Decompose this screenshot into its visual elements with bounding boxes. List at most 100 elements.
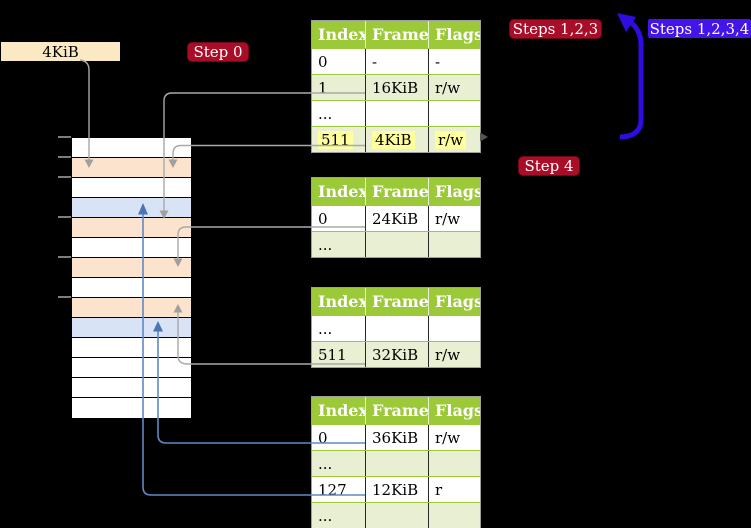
frame-size-box: 4KiB bbox=[1, 42, 120, 61]
memory-frame-row-blue bbox=[72, 318, 191, 338]
column-header-frame: Frame bbox=[365, 178, 428, 205]
cell-frame bbox=[365, 451, 428, 476]
cell-index: ... bbox=[312, 316, 365, 341]
table-row: 511 32KiB r/w bbox=[312, 341, 480, 367]
column-header-index: Index bbox=[318, 182, 365, 201]
cell-text: r bbox=[435, 480, 443, 499]
cell-index: ... bbox=[312, 101, 365, 126]
cell-text: 4KiB bbox=[372, 130, 415, 149]
steps-1234-label: Steps 1,2,3,4 bbox=[649, 19, 750, 38]
physical-memory-column bbox=[71, 137, 192, 419]
cell-frame bbox=[365, 232, 428, 257]
cell-text: r/w bbox=[435, 345, 461, 364]
cell-index: 0 bbox=[312, 206, 365, 231]
cell-text: ... bbox=[318, 506, 333, 525]
cell-text: r/w bbox=[435, 209, 461, 228]
memory-frame-row-white bbox=[72, 138, 191, 158]
column-header-flags: Flags bbox=[428, 397, 480, 424]
column-header-flags: Flags bbox=[428, 288, 480, 315]
cell-text: ... bbox=[318, 104, 333, 123]
memory-frame-row-white bbox=[72, 178, 191, 198]
cell-flags: r bbox=[428, 477, 480, 502]
column-header-index: Index bbox=[318, 25, 365, 44]
column-header-frame: Frame bbox=[365, 21, 428, 48]
cell-text: 0 bbox=[318, 209, 328, 228]
cell-index: ... bbox=[312, 451, 365, 476]
cell-index: 511 bbox=[312, 342, 365, 367]
cell-frame: 16KiB bbox=[365, 75, 428, 100]
cell-frame bbox=[365, 503, 428, 528]
cell-text: ... bbox=[318, 235, 333, 254]
cell-flags: r/w bbox=[428, 206, 480, 231]
table-row: ... bbox=[312, 231, 480, 257]
cell-text: 511 bbox=[318, 130, 353, 149]
cell-frame: 4KiB bbox=[365, 127, 428, 152]
cell-text: 32KiB bbox=[372, 345, 419, 364]
memory-frame-row-peach bbox=[72, 258, 191, 278]
step4-label: Step 4 bbox=[524, 157, 574, 175]
frame-size-label: 4KiB bbox=[42, 42, 79, 61]
memory-tick bbox=[58, 136, 71, 138]
memory-frame-row-white bbox=[72, 338, 191, 358]
memory-tick bbox=[58, 176, 71, 178]
memory-frame-row-peach bbox=[72, 218, 191, 238]
row511-pointer-icon bbox=[480, 132, 488, 142]
cell-frame: 32KiB bbox=[365, 342, 428, 367]
column-header-frame: Frame bbox=[365, 397, 428, 424]
column-header-flags: Flags bbox=[428, 21, 480, 48]
cell-text: - bbox=[435, 52, 441, 71]
memory-frame-row-white bbox=[72, 358, 191, 378]
table-row: 127 12KiB r bbox=[312, 476, 480, 502]
cell-frame: 24KiB bbox=[365, 206, 428, 231]
cell-text: 127 bbox=[318, 480, 347, 499]
cell-frame: 12KiB bbox=[365, 477, 428, 502]
table-row: 0-- bbox=[312, 48, 480, 74]
memory-frame-row-blue bbox=[72, 198, 191, 218]
cell-flags: r/w bbox=[428, 342, 480, 367]
memory-frame-row-peach bbox=[72, 158, 191, 178]
table-row: 511 4KiB r/w bbox=[312, 126, 480, 152]
cell-index: ... bbox=[312, 503, 365, 528]
cell-flags bbox=[428, 503, 480, 528]
cell-flags: r/w bbox=[428, 127, 480, 152]
memory-tick bbox=[58, 156, 71, 158]
table-row: ... bbox=[312, 450, 480, 476]
table-row: 1 16KiB r/w bbox=[312, 74, 480, 100]
cell-text: 16KiB bbox=[372, 78, 419, 97]
cell-text: 1 bbox=[318, 78, 328, 97]
column-header-flags: Flags bbox=[428, 178, 480, 205]
step0-badge: Step 0 bbox=[188, 43, 248, 61]
cell-frame bbox=[365, 101, 428, 126]
cell-text: r/w bbox=[435, 428, 461, 447]
cell-text: r/w bbox=[435, 130, 467, 149]
cell-text: r/w bbox=[435, 78, 461, 97]
cell-flags: r/w bbox=[428, 425, 480, 450]
steps-loop-arrowhead bbox=[617, 13, 636, 32]
cell-flags bbox=[428, 101, 480, 126]
steps-loop-arrow bbox=[619, 19, 644, 140]
cell-index: 0 bbox=[312, 425, 365, 450]
column-header-index: Index bbox=[318, 401, 365, 420]
table-row: ... bbox=[312, 502, 480, 528]
cell-text: - bbox=[372, 52, 378, 71]
cell-text: ... bbox=[318, 454, 333, 473]
cell-flags bbox=[428, 232, 480, 257]
cell-index: ... bbox=[312, 232, 365, 257]
step4-badge: Step 4 bbox=[519, 157, 579, 175]
cell-index: 127 bbox=[312, 477, 365, 502]
cell-text: ... bbox=[318, 319, 333, 338]
memory-frame-row-white bbox=[72, 378, 191, 398]
cell-flags: - bbox=[428, 49, 480, 74]
cell-text: 0 bbox=[318, 428, 328, 447]
steps-1234-badge: Steps 1,2,3,4 bbox=[648, 19, 751, 38]
